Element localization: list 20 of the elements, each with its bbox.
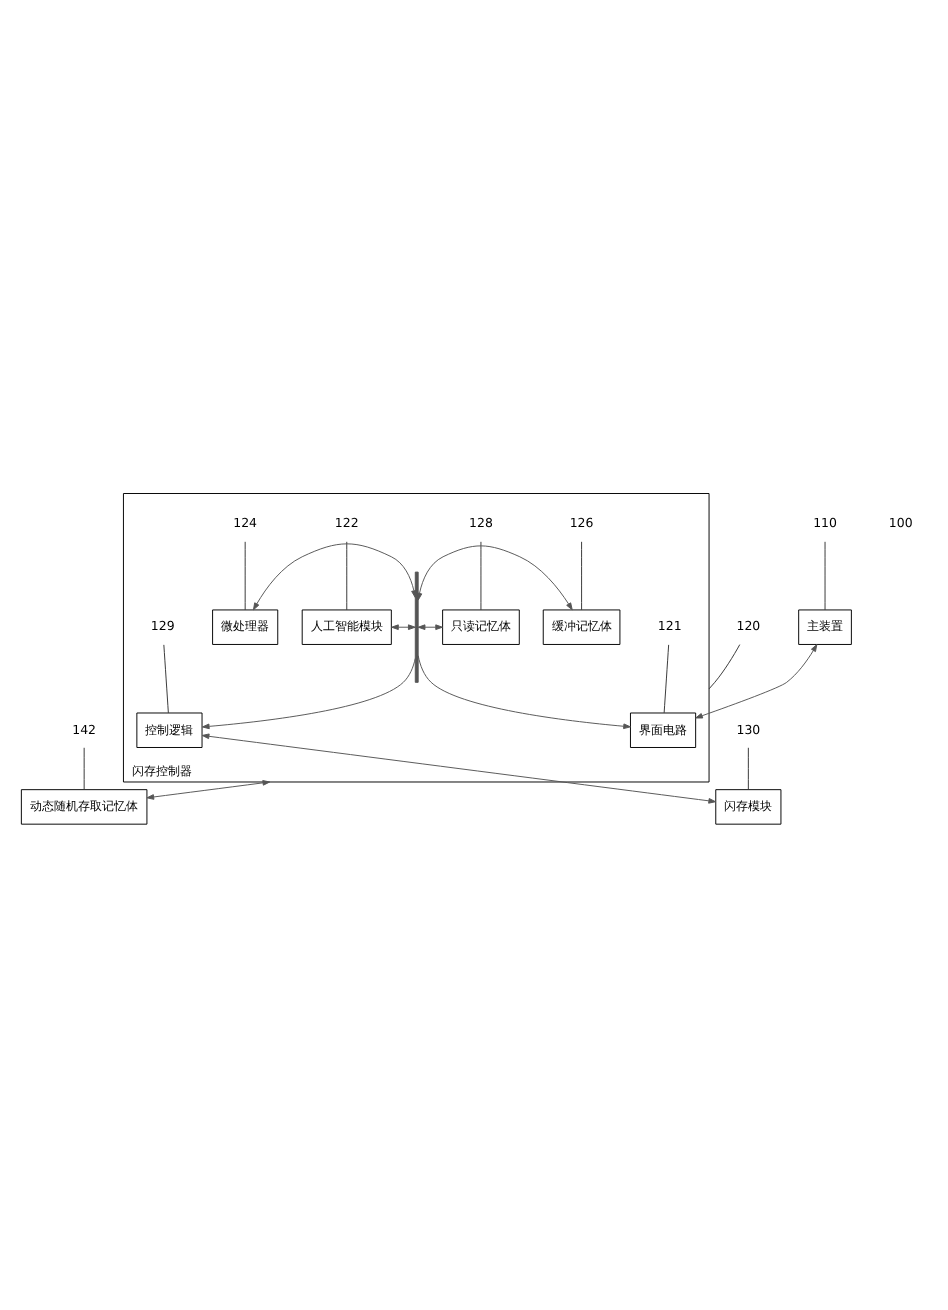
arrow <box>252 543 417 611</box>
connector <box>163 644 169 714</box>
connector <box>708 644 741 690</box>
connector <box>663 644 670 714</box>
arrow <box>417 655 631 730</box>
connector <box>824 541 826 611</box>
connector <box>480 541 482 611</box>
arrow <box>695 644 818 719</box>
arrow <box>201 658 416 730</box>
arrow <box>417 624 443 631</box>
node-bar <box>414 571 419 683</box>
arrow <box>416 545 573 611</box>
arrow <box>146 780 271 800</box>
connector <box>244 541 246 611</box>
connector <box>581 541 583 611</box>
connector <box>83 747 85 790</box>
arrow <box>201 733 717 804</box>
connector <box>346 541 348 611</box>
connector <box>747 747 749 790</box>
arrow <box>391 624 416 631</box>
